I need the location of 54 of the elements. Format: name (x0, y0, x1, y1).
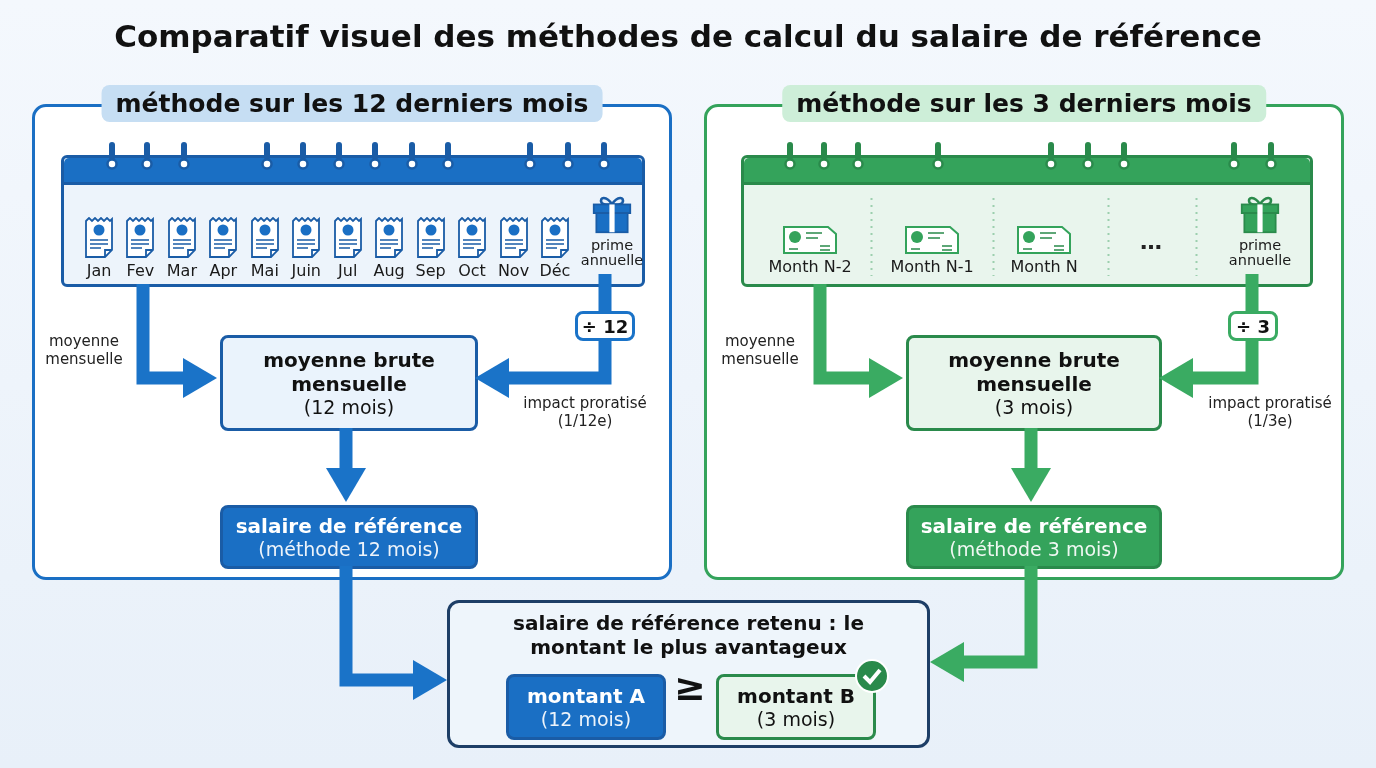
month-label: Mar (166, 263, 197, 280)
edge-label: moyenne mensuelle (720, 332, 800, 368)
arrow (1159, 274, 1259, 398)
month-label: Nov (497, 263, 530, 280)
process-box (220, 335, 478, 431)
decision-box (447, 600, 930, 748)
month-label: Déc (539, 263, 571, 280)
box-title: montant B (737, 683, 855, 708)
result-box (906, 505, 1162, 569)
edge-label: ÷ 12 (575, 311, 635, 341)
comparison-sign: ≥ (673, 668, 707, 706)
box-subtitle: (3 mois) (756, 707, 836, 731)
month-label: Juin (291, 263, 321, 280)
box-title: salaire de référence (235, 513, 463, 538)
arrow (930, 566, 1038, 682)
arrow (813, 284, 903, 398)
month-label: Jan (86, 263, 112, 280)
box-title: salaire de référence retenu : le montant le plus avantageux (512, 611, 865, 660)
month-label: Jul (338, 263, 358, 280)
box-subtitle: (12 mois) (540, 707, 632, 731)
arrow (339, 566, 447, 700)
month-label: Fev (126, 263, 155, 280)
arrow (475, 274, 612, 398)
box-subtitle: (3 mois) (994, 395, 1074, 419)
box-subtitle: (12 mois) (303, 395, 395, 419)
month-label: Apr (209, 263, 238, 280)
bonus-label: prime annuelle (1228, 237, 1292, 268)
month-label: Sep (415, 263, 446, 280)
box-title: salaire de référence (920, 513, 1148, 538)
note-text: impact proratisé (1/12e) (522, 394, 648, 430)
panel-heading: méthode sur les 3 derniers mois (782, 85, 1266, 122)
result-box (220, 505, 478, 569)
month-label: Mai (250, 263, 279, 280)
month-label: Month N-2 (768, 259, 852, 276)
arrow (136, 284, 217, 398)
box-subtitle: (méthode 12 mois) (258, 537, 440, 561)
amount-box (506, 674, 666, 740)
month-label: Oct (458, 263, 486, 280)
ellipsis: … (1140, 229, 1162, 254)
month-label: Aug (373, 263, 405, 280)
edge-label: moyenne mensuelle (44, 332, 124, 368)
arrow (326, 428, 366, 502)
box-subtitle: (méthode 3 mois) (949, 537, 1119, 561)
arrow (1011, 428, 1051, 502)
month-label: Month N (1010, 259, 1078, 276)
panel-heading: méthode sur les 12 derniers mois (101, 85, 603, 122)
box-title: montant A (526, 683, 646, 708)
box-title: moyenne brute mensuelle (262, 347, 436, 396)
process-box (906, 335, 1162, 431)
box-title: moyenne brute mensuelle (947, 347, 1121, 396)
month-label: Month N-1 (890, 259, 974, 276)
edge-label: ÷ 3 (1228, 311, 1278, 341)
diagram-title: Comparatif visuel des méthodes de calcul du salaire de référence (113, 18, 1263, 54)
note-text: impact proratisé (1/3e) (1207, 394, 1333, 430)
